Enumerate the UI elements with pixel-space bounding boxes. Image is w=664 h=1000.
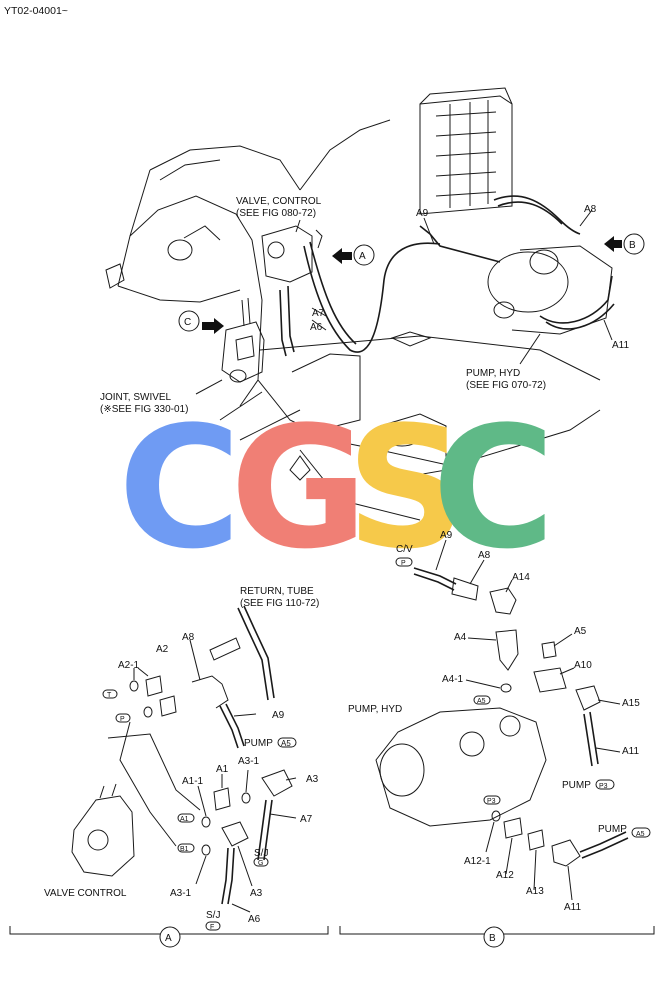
port-g: G (258, 860, 263, 867)
port-f: F (210, 924, 214, 931)
label-pump-hyd-top: PUMP, HYD (466, 368, 520, 379)
detail-a-drawing (9, 605, 329, 948)
label-a6-top: A6 (310, 322, 323, 333)
label-a5: A5 (574, 626, 587, 637)
callout-b: B (629, 240, 636, 251)
port-a5-detail-a: A5 (281, 739, 291, 748)
label-pump-a5: PUMP (598, 824, 627, 835)
label-pump-p3: PUMP (562, 780, 591, 791)
label-a3-bottom: A3 (250, 888, 263, 899)
label-a4-1: A4-1 (442, 674, 464, 685)
label-a14: A14 (512, 572, 530, 583)
label-a8-detail-a: A8 (182, 632, 195, 643)
label-a6-detail-a: A6 (248, 914, 261, 925)
label-joint-swivel-ref: (※SEE FIG 330-01) (100, 404, 188, 415)
port-a1: A1 (180, 816, 189, 823)
label-a8-detail-b: A8 (478, 550, 491, 561)
callout-c: C (184, 317, 191, 328)
label-valve-control-ref: (SEE FIG 080-72) (236, 208, 316, 219)
label-pump-detail-a: PUMP (244, 738, 273, 749)
label-a7-top: A7 (312, 308, 325, 319)
label-return-tube: RETURN, TUBE (240, 586, 314, 597)
label-a13: A13 (526, 886, 544, 897)
label-return-tube-ref: (SEE FIG 110-72) (240, 598, 319, 609)
label-a2: A2 (156, 644, 169, 655)
label-a9-detail-a: A9 (272, 710, 285, 721)
label-a8-top: A8 (584, 204, 597, 215)
port-a5-detail-b: A5 (477, 698, 486, 705)
label-pump-hyd-detail-b: PUMP, HYD (348, 704, 402, 715)
callout-a: A (359, 251, 366, 262)
label-a11-bottom: A11 (564, 902, 581, 913)
label-a9-detail-b: A9 (440, 530, 453, 541)
label-cv: C/V (396, 544, 413, 555)
label-pump-hyd-ref-top: (SEE FIG 070-72) (466, 380, 546, 391)
port-t: T (107, 692, 112, 699)
label-a3-top: A3 (306, 774, 319, 785)
arrow-b-pointer (604, 236, 622, 252)
label-a3-1-top: A3-1 (238, 756, 260, 767)
label-a1: A1 (216, 764, 229, 775)
label-valve-control: VALVE, CONTROL (236, 196, 322, 207)
watermark-logo: C G S C (118, 390, 555, 586)
watermark-letter-c1: C (118, 390, 241, 586)
label-a12-1: A12-1 (464, 856, 491, 867)
label-a12: A12 (496, 870, 514, 881)
label-valve-control-detail-a: VALVE CONTROL (44, 888, 127, 899)
port-p-detail-b: P (401, 560, 406, 567)
watermark-letter-s: S (346, 390, 467, 586)
label-a3-1-bottom: A3-1 (170, 888, 192, 899)
port-a5-right: A5 (636, 831, 645, 838)
label-a4: A4 (454, 632, 467, 643)
figure-code: YT02-04001~ (4, 5, 68, 17)
port-p3-right: P3 (599, 783, 608, 790)
watermark-letter-c2: C (432, 390, 555, 586)
section-mark-a: A (165, 933, 172, 944)
label-a11-top: A11 (612, 340, 629, 351)
arrow-c-pointer (202, 318, 224, 334)
label-a2-1: A2-1 (118, 660, 140, 671)
label-a11-detail-b: A11 (622, 746, 639, 757)
section-mark-b: B (489, 933, 496, 944)
port-b1: B1 (180, 846, 189, 853)
label-joint-swivel: JOINT, SWIVEL (100, 392, 172, 403)
port-p-detail-a: P (120, 716, 125, 723)
label-a1-1: A1-1 (182, 776, 204, 787)
detail-b-drawing (339, 539, 655, 948)
port-p3: P3 (487, 798, 496, 805)
label-a15: A15 (622, 698, 640, 709)
arrow-a-pointer (332, 248, 352, 264)
label-sj: S/J (254, 848, 268, 859)
label-a9-top: A9 (416, 208, 429, 219)
watermark-letter-g: G (230, 390, 368, 586)
label-a7-detail-a: A7 (300, 814, 313, 825)
label-a10: A10 (574, 660, 592, 671)
label-sj-bottom: S/J (206, 910, 220, 921)
top-assembly-view: A B C (105, 87, 645, 521)
